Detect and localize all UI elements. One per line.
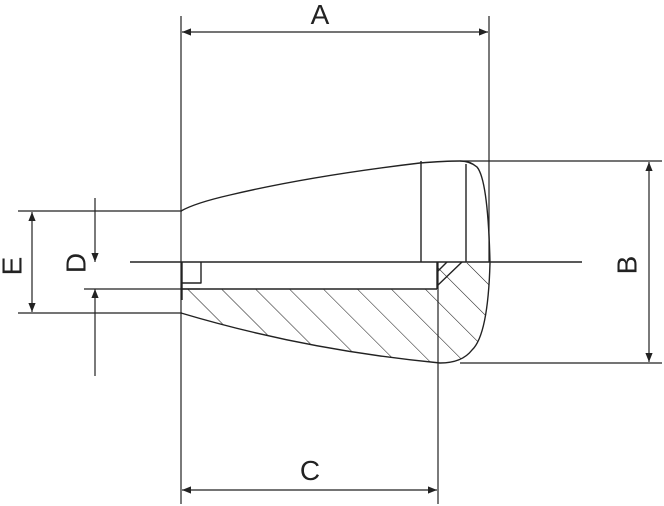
extension-lines — [18, 16, 662, 504]
chamfer-line-lower — [436, 261, 463, 287]
part-outline — [130, 160, 582, 364]
dimension-label-d: D — [61, 253, 92, 273]
dimension-label-e: E — [0, 257, 28, 276]
outline-lower-profile — [180, 262, 491, 364]
dimension-label-b: B — [612, 256, 643, 275]
dimension-lines — [28, 28, 653, 494]
dimension-label-c: C — [300, 455, 320, 486]
hatched-section — [182, 263, 490, 363]
thread-step — [181, 262, 202, 300]
chamfer-line-upper — [436, 261, 448, 273]
dimension-label-a: A — [311, 0, 330, 30]
outline-upper-profile — [180, 160, 491, 264]
